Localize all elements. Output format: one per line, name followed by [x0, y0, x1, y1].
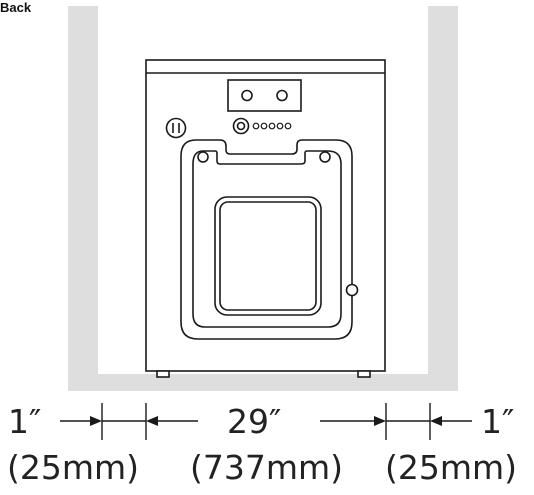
washer-foot-right [357, 370, 371, 378]
control-knob-right [276, 89, 288, 102]
right-gap-inches: 1″ [481, 402, 514, 441]
arrow-width-left [146, 416, 158, 426]
door-handle-icon [345, 283, 359, 297]
door-window-inner [219, 201, 317, 311]
left-gap-mm: (25mm) [7, 448, 139, 487]
arrow-right-gap [430, 416, 442, 426]
washer [145, 59, 386, 378]
dimension-lines [60, 403, 472, 440]
control-panel [227, 79, 302, 112]
width-mm: (737mm) [190, 448, 343, 487]
right-gap-mm: (25mm) [385, 448, 517, 487]
view-label: Back [0, 0, 32, 15]
floor [68, 374, 458, 391]
control-knob-left [241, 89, 253, 102]
arrow-width-right [374, 416, 386, 426]
door-outer-frame [180, 139, 353, 340]
left-wall [68, 6, 98, 391]
door-hinge-right [319, 151, 331, 163]
indicator-dots [252, 122, 292, 130]
width-inches: 29″ [227, 402, 281, 441]
door-inner-frame [192, 150, 342, 328]
right-wall [428, 6, 458, 391]
wifi-indicator-icon [232, 117, 250, 135]
pause-button-icon [165, 117, 187, 139]
door-window-outer [214, 196, 322, 316]
left-gap-inches: 1″ [8, 402, 41, 441]
arrow-left-gap [90, 416, 102, 426]
washer-body [145, 59, 386, 372]
washer-foot-left [156, 370, 170, 378]
door-hinge-left [197, 151, 209, 163]
